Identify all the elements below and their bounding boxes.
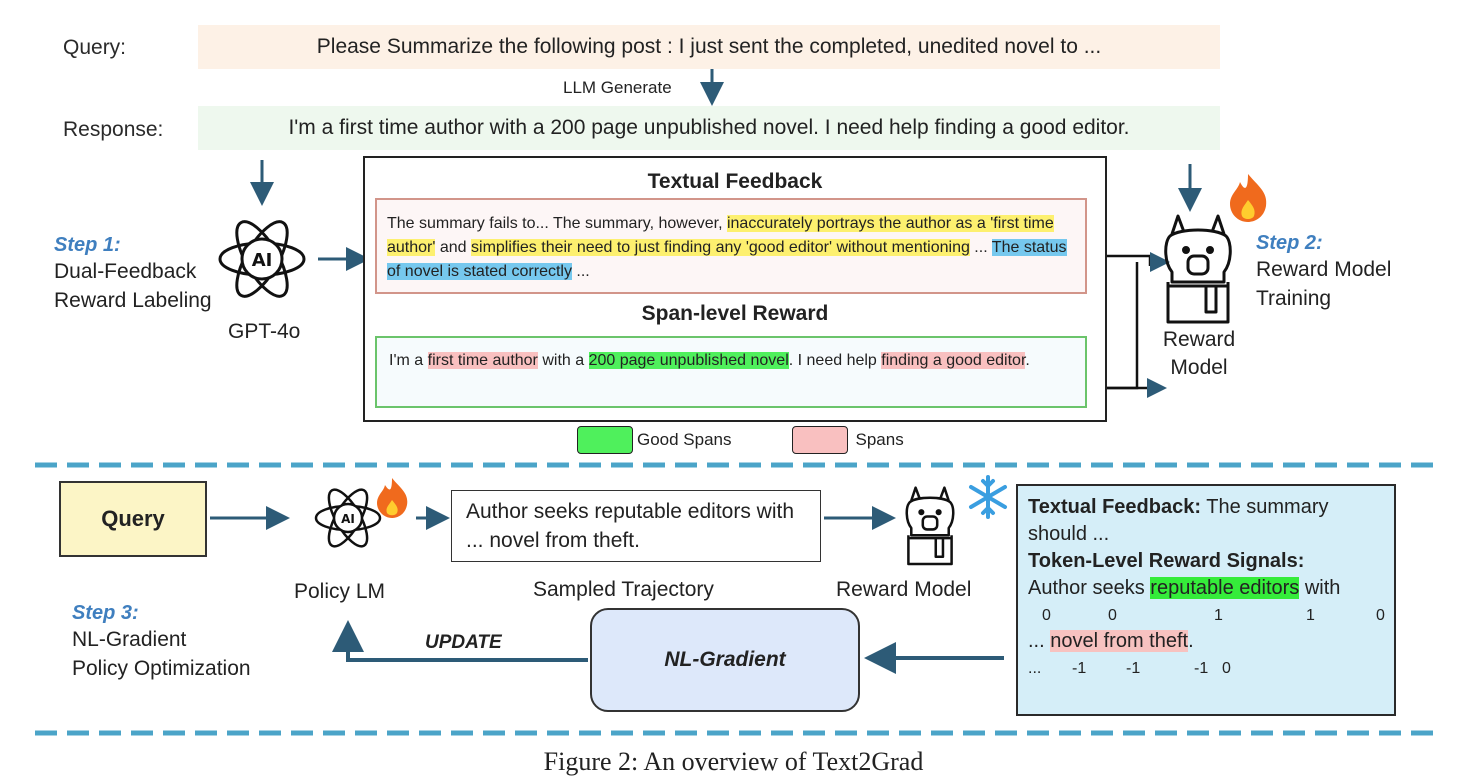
policy-atom-icon: AI: [314, 488, 382, 548]
step1-line1: Dual-Feedback: [54, 260, 197, 283]
sr-bad-span-2: finding a good editor: [881, 352, 1026, 369]
nl-gradient-box: NL-Gradient: [590, 608, 860, 712]
sampled-trajectory-label: Sampled Trajectory: [533, 578, 714, 601]
tok-line2-highlight: novel from theft: [1050, 630, 1189, 652]
span-reward-title: Span-level Reward: [641, 302, 829, 325]
policy-lm-label: Policy LM: [294, 580, 386, 603]
panel-nums-1: 0 0 1 1 0: [1028, 602, 1385, 628]
num1-1: 0: [1108, 607, 1117, 624]
tok-line1-highlight: reputable editors: [1150, 577, 1300, 599]
span-reward-box: I'm a first time author with a 200 page …: [375, 336, 1087, 408]
span-to-reward-connector: [1105, 270, 1139, 390]
llm-generate-label: LLM Generate: [563, 78, 672, 97]
sr-text-4: .: [1025, 352, 1030, 369]
tok-line1-a: Author seeks: [1028, 577, 1151, 599]
step3-block: Step 3: NL-Gradient Policy Optimization: [72, 602, 251, 683]
svg-text:AI: AI: [252, 250, 273, 271]
tf-highlight-2: simplifies their need to just finding an…: [471, 239, 970, 256]
step2-block: Step 2: Reward Model Training: [1256, 232, 1391, 313]
tf-text-1: The summary fails to... The summary, how…: [387, 215, 727, 232]
query-box: Query: [59, 481, 207, 557]
step1-title: Step 1:: [54, 234, 121, 256]
llama-icon-top: [1164, 214, 1232, 324]
panel-tf-text: The summary should ...: [1028, 496, 1329, 545]
tf-text-4: ...: [571, 263, 590, 280]
tf-text-3: ...: [969, 239, 992, 256]
num1-2: 1: [1214, 607, 1223, 624]
flame-icon-reward: [1230, 174, 1267, 222]
legend-bad-swatch: [791, 426, 848, 454]
tok-line2-b: .: [1188, 630, 1194, 652]
panel-textual-feedback: Textual Feedback: The summary should ...: [1028, 494, 1384, 548]
textual-to-reward-connector: [1105, 254, 1152, 266]
panel-nums-2: ... -1 -1 -1 0: [1028, 655, 1384, 681]
legend: Good Spans Spans: [577, 426, 904, 454]
query-text: Please Summarize the following post : I …: [316, 35, 1102, 58]
panel-token-line-2: ... novel from theft.: [1028, 628, 1384, 655]
tok-line2-a: ...: [1028, 630, 1051, 652]
gpt-atom-icon: AI: [218, 220, 306, 298]
sr-text-2: with a: [537, 352, 589, 369]
num2-1: -1: [1072, 660, 1087, 677]
feedback-signal-panel: Textual Feedback: The summary should ...…: [1016, 484, 1396, 716]
textual-feedback-box: The summary fails to... The summary, how…: [375, 198, 1087, 294]
num2-2: -1: [1126, 660, 1141, 677]
tf-text-2: and: [435, 239, 472, 256]
step2-title: Step 2:: [1256, 232, 1323, 254]
legend-bad-label: Spans: [855, 430, 904, 449]
response-text: I'm a first time author with a 200 page …: [288, 116, 1130, 139]
gpt-label: GPT-4o: [228, 320, 301, 343]
textual-feedback-title: Textual Feedback: [647, 170, 823, 193]
num1-3: 1: [1306, 607, 1315, 624]
reward-model-label-top: Reward Model: [1148, 326, 1250, 382]
step2-line2: Training: [1256, 287, 1332, 310]
figure-caption: Figure 2: An overview of Text2Grad: [543, 747, 924, 776]
response-label: Response:: [63, 118, 164, 141]
step3-line2: Policy Optimization: [72, 657, 251, 680]
svg-text:AI: AI: [341, 512, 355, 526]
update-arrow: [332, 620, 588, 662]
query-label: Query:: [63, 36, 127, 59]
snowflake-icon: [969, 475, 1007, 519]
step3-line1: NL-Gradient: [72, 628, 187, 651]
panel-tf-label: Textual Feedback:: [1028, 496, 1202, 518]
legend-good-swatch: [577, 426, 633, 454]
query-text-box: Please Summarize the following post : I …: [198, 25, 1220, 69]
step2-line1: Reward Model: [1256, 258, 1392, 281]
step1-block: Step 1: Dual-Feedback Reward Labeling: [54, 234, 212, 315]
trajectory-text: Author seeks reputable editors with ... …: [466, 500, 795, 552]
step3-title: Step 3:: [72, 602, 139, 624]
llama-icon-bottom: [905, 486, 955, 566]
num1-4: 0: [1376, 607, 1385, 624]
update-label: UPDATE: [425, 632, 502, 653]
sr-good-span: 200 page unpublished novel: [588, 352, 789, 369]
query-box-label: Query: [101, 506, 165, 531]
nl-gradient-label: NL-Gradient: [664, 648, 786, 671]
num2-0: ...: [1028, 660, 1042, 677]
flame-icon-policy: [377, 478, 408, 518]
tok-line1-b: with: [1299, 577, 1341, 599]
response-text-box: I'm a first time author with a 200 page …: [198, 106, 1220, 150]
num2-4: 0: [1222, 660, 1231, 677]
panel-token-line-1: Author seeks reputable editors with: [1028, 575, 1384, 602]
sr-text-1: I'm a: [389, 352, 428, 369]
sr-bad-span-1: first time author: [427, 352, 538, 369]
num2-3: -1: [1194, 660, 1209, 677]
step1-line2: Reward Labeling: [54, 289, 212, 312]
reward-model-line1: Reward: [1162, 328, 1236, 351]
reward-model-label-bottom: Reward Model: [836, 578, 972, 601]
dual-feedback-panel: Textual Feedback The summary fails to...…: [363, 156, 1107, 422]
legend-good-label: Good Spans: [637, 430, 732, 449]
panel-token-level-label: Token-Level Reward Signals:: [1028, 550, 1305, 572]
trajectory-box: Author seeks reputable editors with ... …: [451, 490, 821, 562]
num1-0: 0: [1042, 607, 1051, 624]
sr-text-3: . I need help: [788, 352, 882, 369]
reward-model-line2: Model: [1170, 356, 1228, 379]
